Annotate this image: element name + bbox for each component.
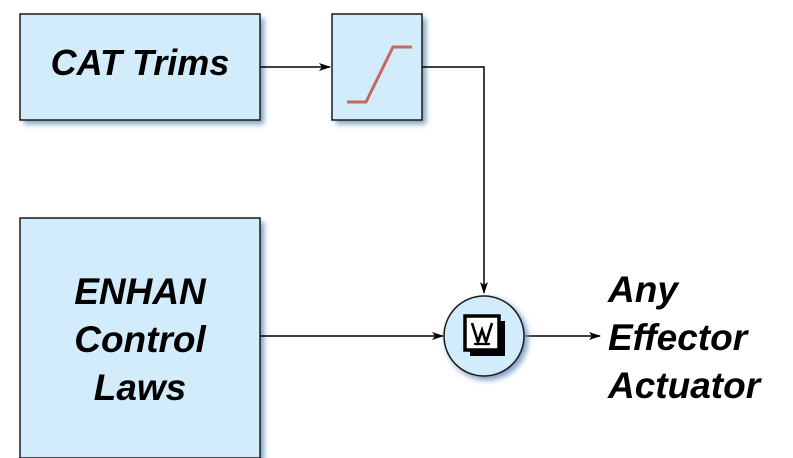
enhan-block bbox=[19, 217, 264, 458]
limiter-ramp-icon bbox=[347, 45, 412, 104]
cat-trims-block bbox=[19, 13, 264, 124]
cat-trims-box bbox=[19, 13, 261, 121]
cat-trims-label: CAT Trims bbox=[50, 42, 230, 83]
enhan-label-line-3: Laws bbox=[93, 367, 187, 408]
symbol-w-glyph bbox=[470, 322, 494, 347]
summing-junction bbox=[443, 295, 528, 380]
limiter-block bbox=[331, 13, 426, 124]
effector-symbol-icon bbox=[463, 314, 505, 356]
output-label-line-2: Effector bbox=[608, 317, 748, 358]
limiter-box bbox=[331, 13, 423, 121]
enhan-box bbox=[19, 217, 261, 458]
enhan-label-line-1: ENHAN bbox=[74, 271, 206, 312]
wire-limiter-to-sum bbox=[422, 66, 488, 294]
enhan-label-line-2: Control bbox=[74, 319, 206, 360]
output-label-line-3: Actuator bbox=[608, 365, 761, 406]
output-label-line-1: Any bbox=[608, 269, 678, 310]
